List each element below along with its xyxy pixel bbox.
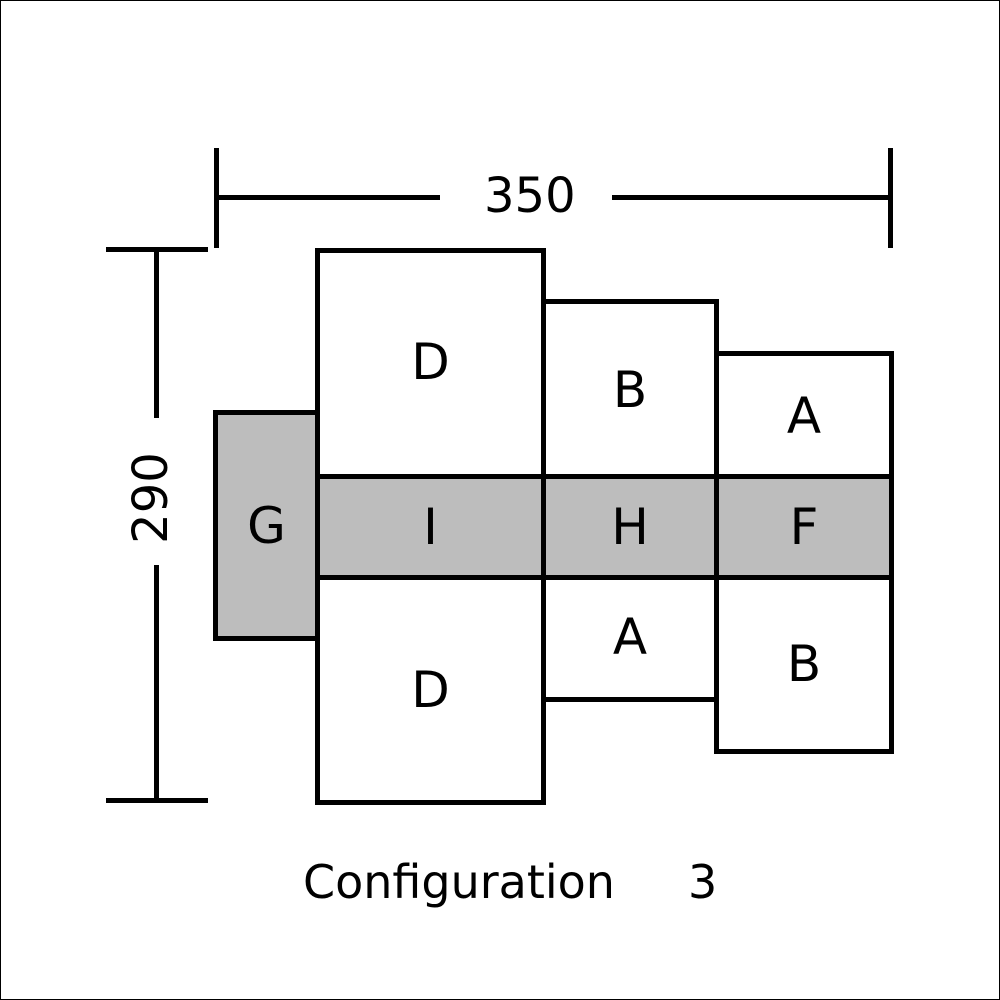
block-i: I (315, 474, 546, 580)
block-a-top: A (714, 351, 894, 480)
width-line-right (612, 195, 890, 200)
width-tick-right (888, 148, 893, 248)
block-b-bottom: B (714, 575, 894, 754)
height-line-top (154, 250, 159, 418)
block-h: H (541, 474, 719, 580)
block-f: F (714, 474, 894, 580)
block-d-top: D (315, 248, 546, 480)
block-a-bottom: A (541, 575, 719, 702)
height-tick-bottom (106, 798, 208, 803)
width-line-left (216, 195, 440, 200)
block-b-top: B (541, 299, 719, 480)
height-tick-top (106, 247, 208, 252)
height-label: 290 (122, 452, 179, 544)
block-g: G (213, 410, 320, 641)
caption-number: 3 (688, 855, 718, 909)
block-d-bottom: D (315, 575, 546, 805)
width-label: 350 (484, 168, 576, 224)
caption-text: Configuration (303, 855, 615, 909)
height-line-bottom (154, 565, 159, 800)
